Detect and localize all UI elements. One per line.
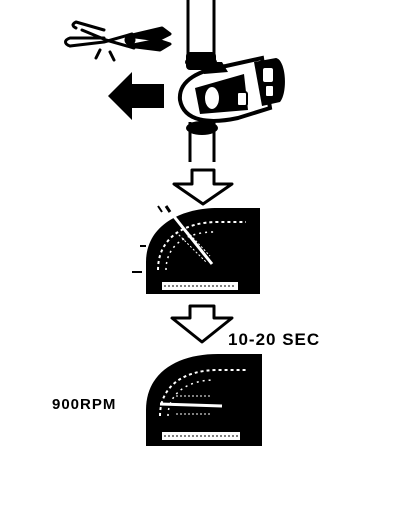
arrow-left-icon [108,72,164,120]
gauge-ticks [132,205,163,273]
pipe-clamp-bottom [186,121,218,135]
step-1-disconnect-connector [64,0,285,162]
step-2-tachometer-rising [132,205,260,294]
tachometer-gauge-idle [146,354,262,446]
gauge-needle [170,213,214,265]
gauge-dial-arc-idle [159,369,248,417]
gauge-needle-idle [159,402,223,408]
idle-rpm-label: 900RPM [52,396,117,413]
step-arrow-down-2 [170,304,234,344]
pliers-icon [64,20,172,62]
step-arrow-down-1 [172,168,234,206]
step-3-tachometer-idle [146,354,262,446]
time-duration-label: 10-20 SEC [228,330,321,349]
fuel-pump-connector [177,52,285,123]
gauge-dial-arc [157,221,246,271]
